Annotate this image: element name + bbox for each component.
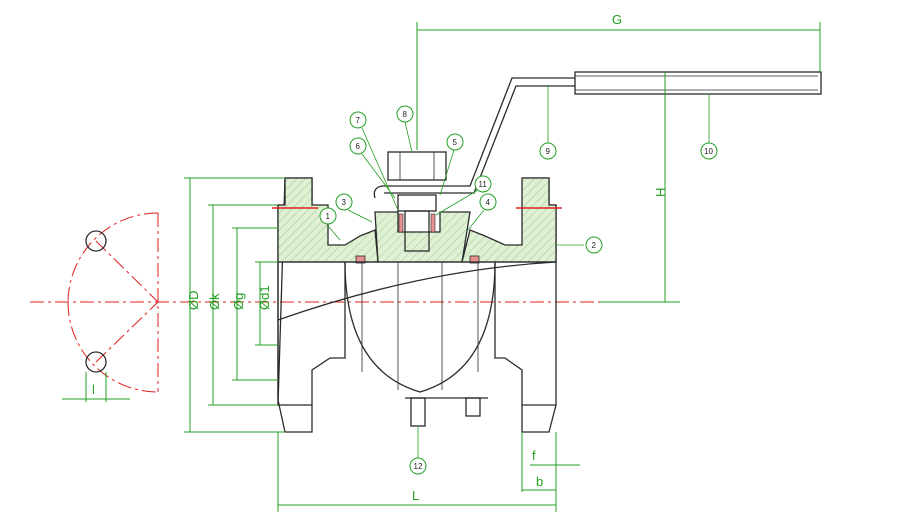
dim-b-label: b [536,474,543,489]
dim-L-label: L [412,488,419,503]
handle-grip [574,71,822,95]
handle-arm-inner [384,85,575,194]
balloon-5 [446,133,464,151]
flange-end-view: l [62,212,159,402]
balloon-3 [335,193,353,211]
part-10-label: 10 [704,147,713,156]
dim-f-label: f [532,448,536,463]
bonnet-section [374,211,471,263]
bolt-circle-arc-lower [67,301,159,393]
part-1-label: 1 [326,212,331,221]
balloon-8 [396,105,414,123]
ball-outline [344,261,496,393]
bolt-hole-lower [85,351,107,373]
part-9-label: 9 [546,147,551,156]
right-body-lower [494,262,523,405]
stem [404,210,430,252]
dim-H-label: H [653,188,668,197]
balloon-9 [539,142,557,160]
dim-g-label: Øg [231,293,246,310]
balloon-7 [349,111,367,129]
dimension-lines: G H ØD Øk Øg Ød1 L f b [184,12,821,512]
bolt-hole-upper [85,230,107,252]
dim-k-label: Øk [207,293,222,310]
section-break-line [277,261,557,321]
part-11-label: 11 [479,180,488,189]
part-3-label: 3 [342,198,347,207]
part-balloons: 1 2 3 4 5 6 7 8 9 10 11 12 [319,86,718,475]
seat-right [469,255,480,264]
balloon-6 [349,137,367,155]
balloon-12 [409,457,427,475]
bolt-radial-upper [95,240,159,303]
bolt-radial-lower [95,301,159,363]
left-body-lower [277,262,346,405]
part-4-label: 4 [486,198,491,207]
dim-G-label: G [612,12,622,27]
lever-handle [373,71,822,199]
valve-body [272,151,562,433]
stem-nut [387,151,447,181]
part-2-label: 2 [592,241,597,250]
bolt-circle-arc-upper [67,212,159,303]
part-7-label: 7 [356,116,361,125]
dim-l-label: l [92,382,95,397]
part-5-label: 5 [453,138,458,147]
gland [397,194,437,212]
balloon-11 [474,175,492,193]
bottom-bolt-right [465,397,481,417]
handle-arm [373,77,575,199]
dim-D-label: ØD [186,291,201,311]
dim-d1-label: Ød1 [257,285,272,310]
part-8-label: 8 [403,110,408,119]
balloon-4 [479,193,497,211]
balloon-10 [700,142,718,160]
part-6-label: 6 [356,142,361,151]
balloon-2 [585,236,603,254]
part-12-label: 12 [414,462,423,471]
seat-left [355,255,366,264]
balloon-1 [319,207,337,225]
bottom-bolt-left [410,397,426,427]
